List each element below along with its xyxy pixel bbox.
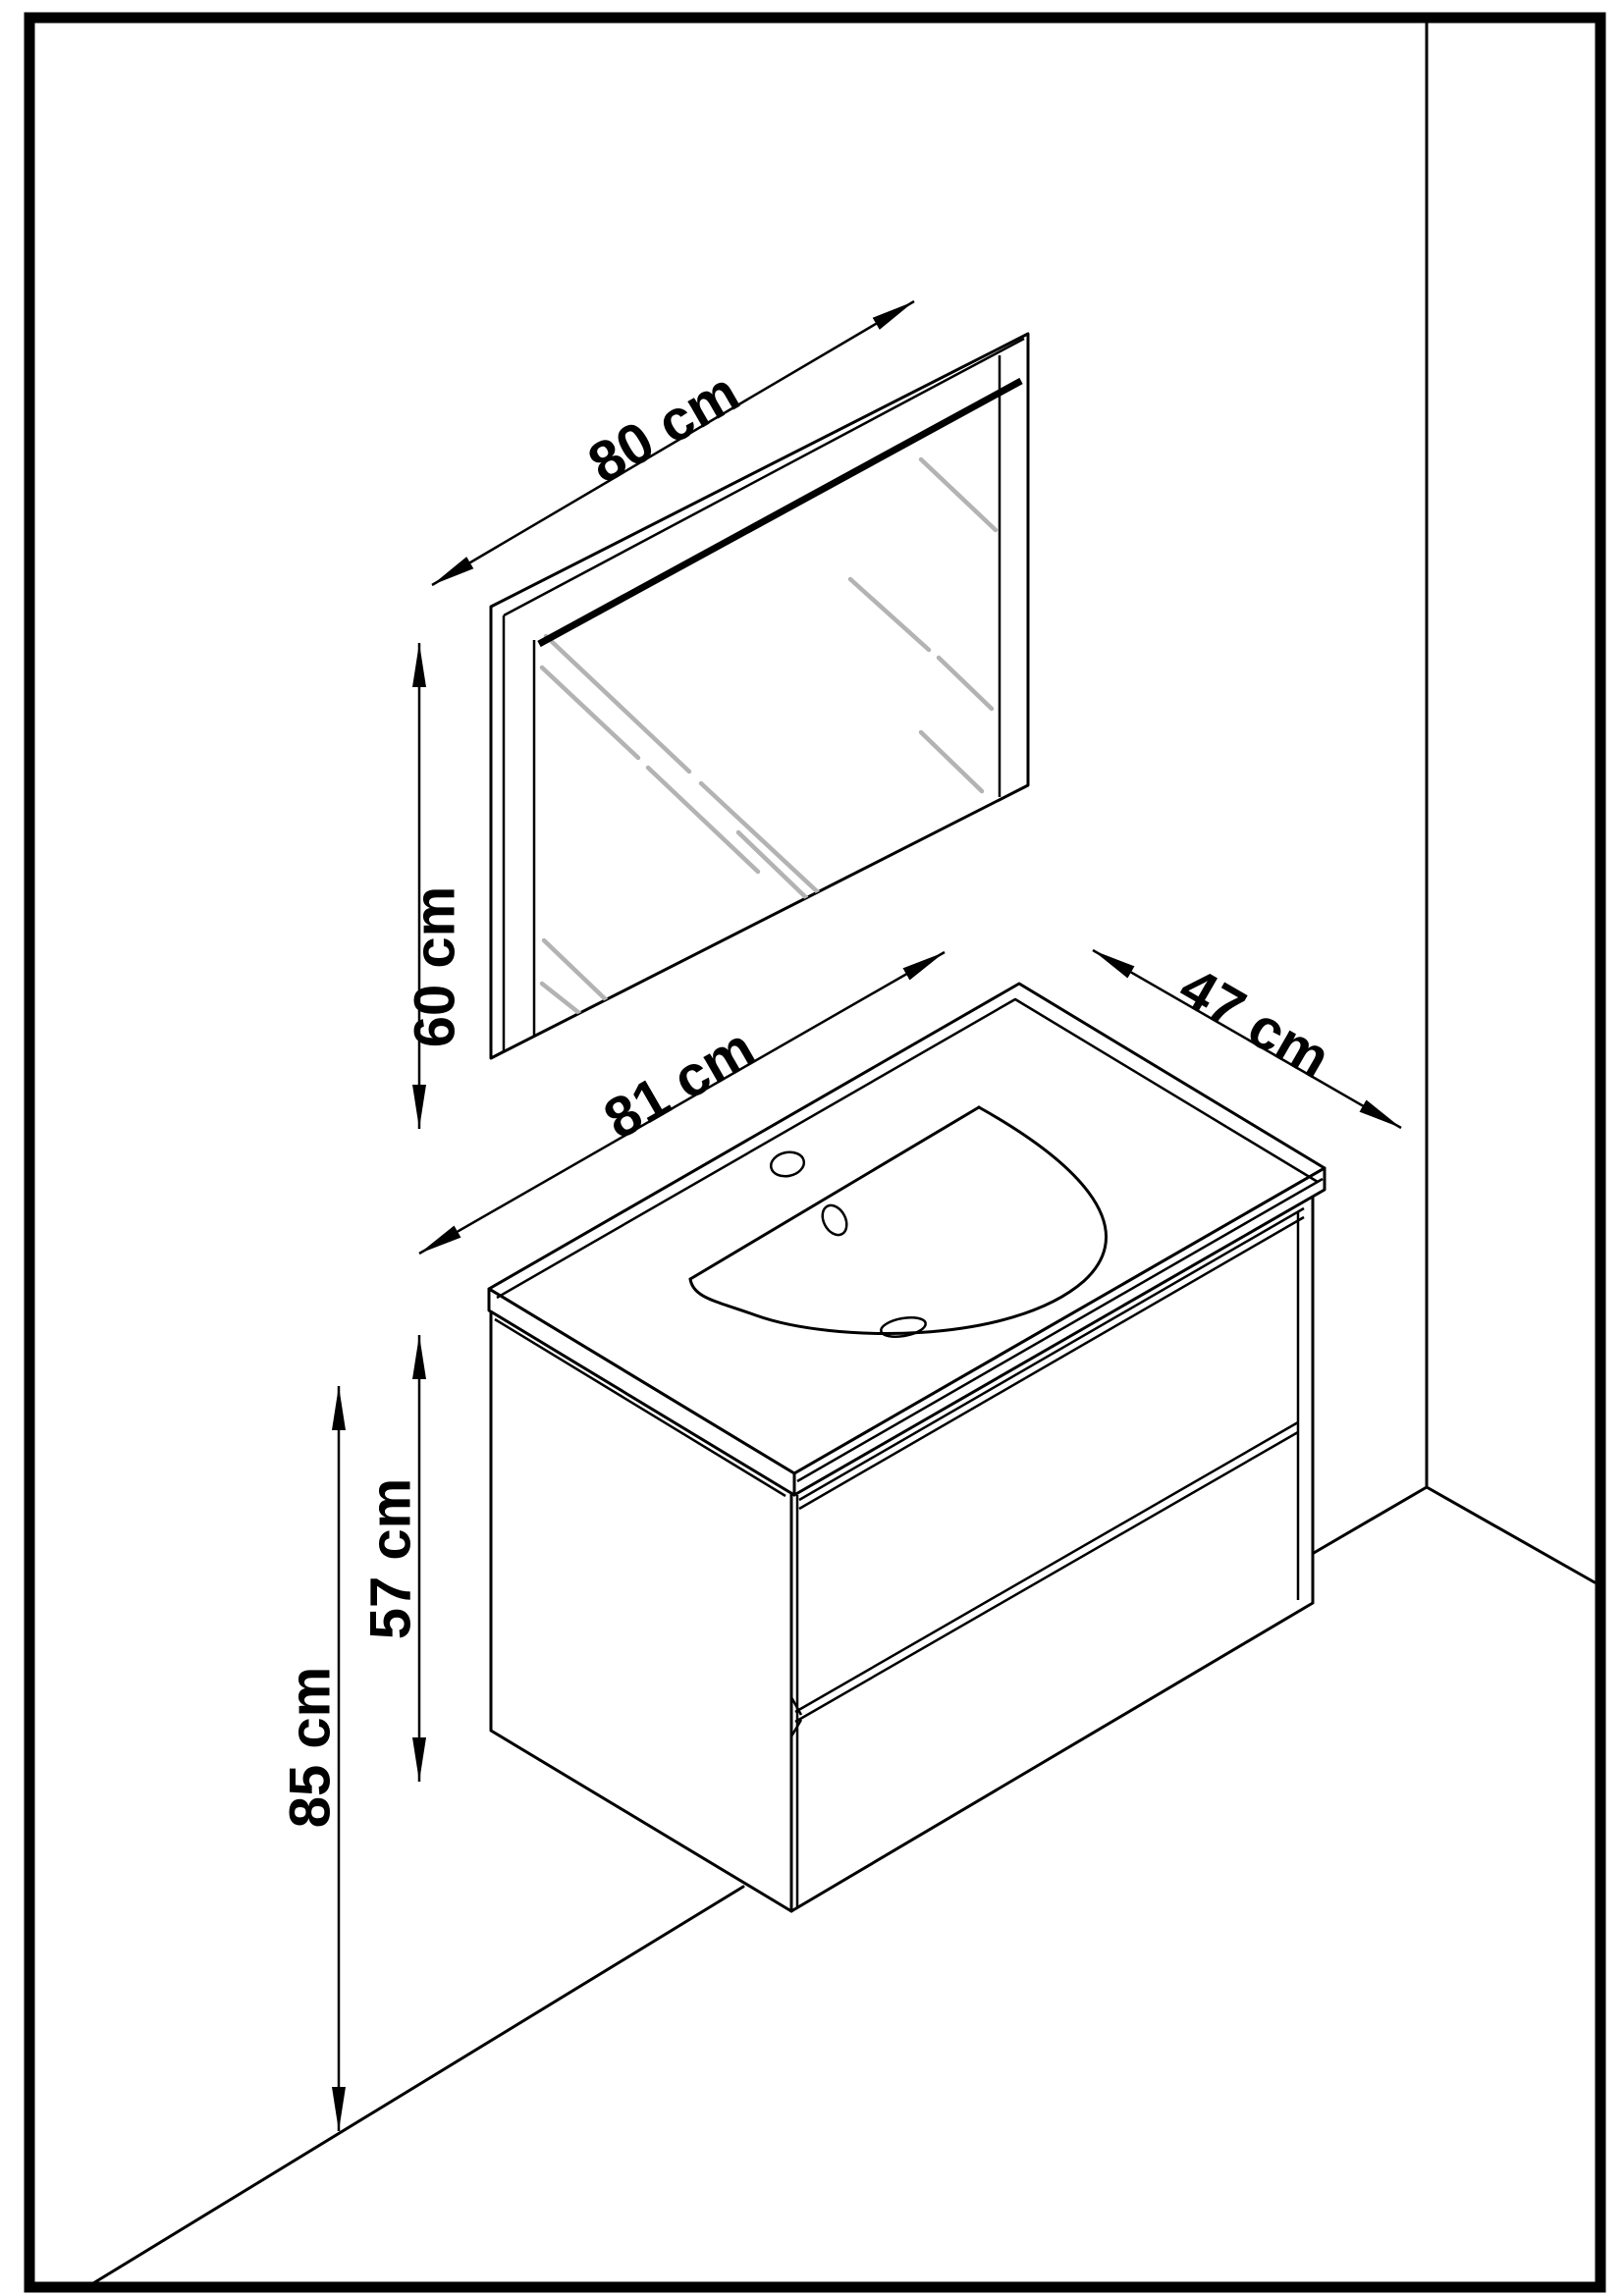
drain-hole <box>880 1316 927 1338</box>
dimension-line-vanity-width <box>418 950 946 1255</box>
basin-front-curve <box>688 1105 1108 1335</box>
mirror <box>489 332 1030 1060</box>
reflection-line <box>847 576 932 653</box>
label-cabinet-height: 57 cm <box>359 1478 423 1639</box>
page-border <box>24 12 1606 2293</box>
label-mirror-width: 80 cm <box>578 360 750 497</box>
dimension-line-mirror-width <box>431 299 915 587</box>
reflection-line <box>918 456 999 533</box>
label-vanity-depth: 47 cm <box>1169 955 1341 1092</box>
reflection-line <box>543 633 692 774</box>
reflection-line <box>918 729 985 794</box>
right-wall-floor-line <box>1425 1485 1597 1584</box>
label-mirror-height: 60 cm <box>404 886 467 1047</box>
countertop-front-rounded-edge-line <box>796 1177 1324 1483</box>
drawer-divider-gap <box>794 1420 1299 1724</box>
label-mounting-height: 85 cm <box>279 1667 343 1828</box>
dimension-line-vanity-depth <box>1092 948 1402 1130</box>
label-vanity-width: 81 cm <box>594 1016 766 1152</box>
left-wall-floor-line-right-segment <box>1312 1485 1429 1555</box>
dimension-lines <box>332 299 1402 2131</box>
reflection-line <box>539 665 641 761</box>
reflection-line <box>936 655 995 712</box>
reflection-line <box>645 765 761 875</box>
drawer-top-gap <box>798 1206 1305 1511</box>
cabinet-side-top-gap-line <box>494 1317 786 1498</box>
drawer-handle-groove-notch <box>789 1696 803 1737</box>
left-wall-floor-line <box>91 1885 745 2285</box>
room-lines <box>91 22 1597 2285</box>
